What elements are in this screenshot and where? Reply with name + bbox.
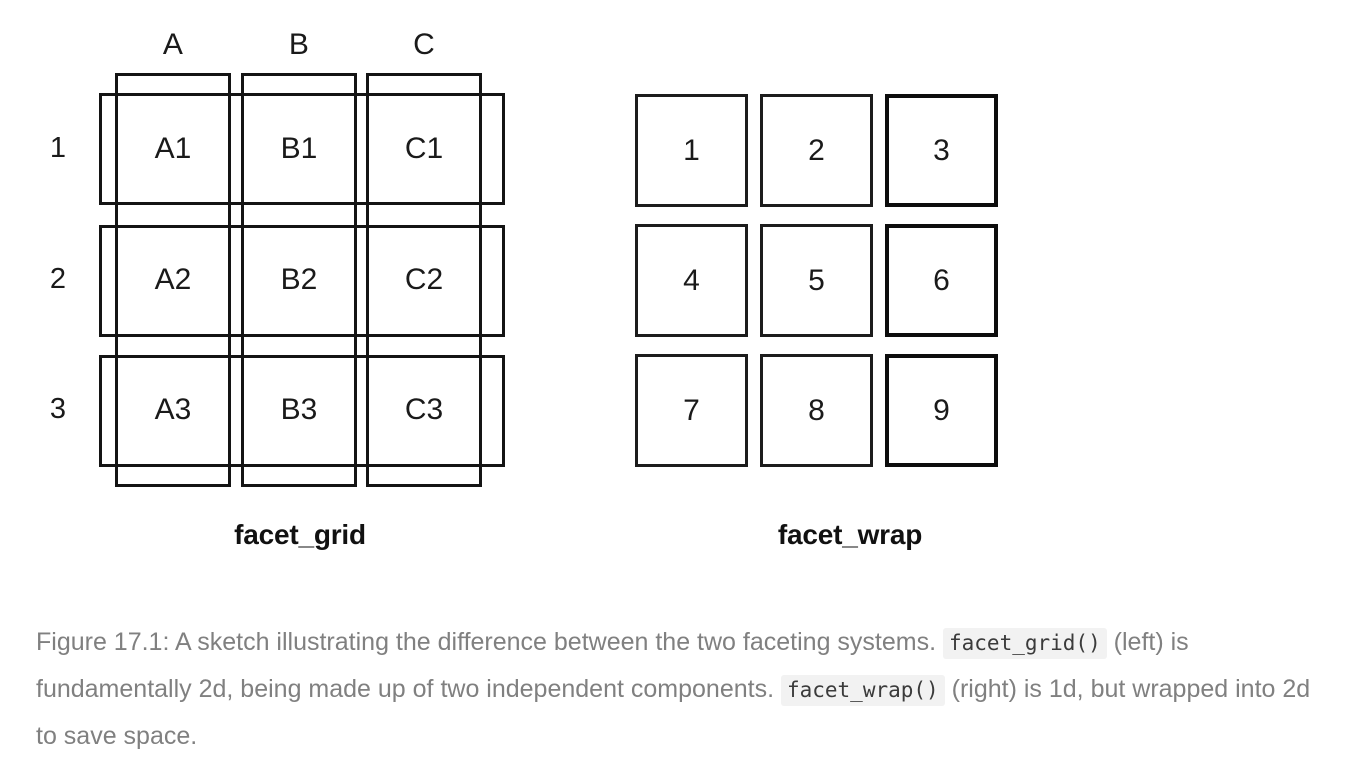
facet-grid-cell-a2: A2 [154,263,192,296]
facet-grid-cell-c1: C1 [404,132,444,165]
facet-grid-cell-b1: B1 [280,132,318,165]
facet-wrap-cell-label-9: 9 [933,393,950,427]
facet-wrap-diagram: 1 2 3 4 5 6 7 8 9 facet_wrap [600,0,1100,575]
facet-grid-column-header-b: B [288,28,310,61]
facet-grid-cell-a1: A1 [154,132,192,165]
facet-grid-row-rect-2 [99,225,505,337]
facet-wrap-cell-label-8: 8 [808,393,825,427]
facet-grid-title: facet_grid [234,519,366,550]
facet-grid-cell-c3: C3 [404,393,444,426]
facet-grid-row-header-1: 1 [49,132,67,164]
facet-grid-cell-a3: A3 [154,393,192,426]
facet-wrap-cell-label-7: 7 [683,393,700,427]
facet-wrap-title: facet_wrap [777,519,923,550]
facet-grid-cell-b2: B2 [280,263,318,296]
facet-grid-column-header-a: A [162,28,184,61]
facet-grid-column-header-c: C [413,28,435,61]
caption-part-1: Figure 17.1: A sketch illustrating the d… [36,628,937,656]
facet-wrap-cell-9: 9 [885,354,998,467]
facet-grid-column-rect-b [241,73,357,487]
facet-wrap-cell-label-6: 6 [933,263,950,297]
facet-wrap-cell-label-2: 2 [808,133,825,167]
facet-grid-cell-b3: B3 [280,393,318,426]
facet-wrap-cell-7: 7 [635,354,748,467]
facet-grid-row-header-3: 3 [49,393,67,425]
caption-part-2: (left) is fundamentally 2d, being made u… [36,628,1189,703]
caption-part-3: (right) is 1d, but wrapped into 2d to sa… [36,675,1311,750]
facet-wrap-cell-5: 5 [760,224,873,337]
caption-code-facet-wrap: facet_wrap() [780,675,945,706]
facet-grid-row-rect-1 [99,93,505,205]
facet-wrap-cell-label-4: 4 [683,263,700,297]
facet-wrap-cell-1: 1 [635,94,748,207]
facet-wrap-cell-label-3: 3 [933,133,950,167]
facet-wrap-cell-2: 2 [760,94,873,207]
facet-wrap-cell-6: 6 [885,224,998,337]
facet-wrap-cell-8: 8 [760,354,873,467]
caption-code-facet-grid: facet_grid() [943,628,1107,659]
figure-17-1: A B C 1 2 3 A1 B1 C1 A2 B2 C2 A3 B3 C3 f… [0,0,1100,575]
facet-grid-row-rect-3 [99,355,505,467]
facet-grid-column-rect-c [366,73,482,487]
facet-grid-row-header-2: 2 [49,263,67,295]
facet-wrap-cell-4: 4 [635,224,748,337]
facet-wrap-cell-label-1: 1 [683,133,700,167]
facet-grid-cell-c2: C2 [404,263,444,296]
facet-wrap-cell-3: 3 [885,94,998,207]
facet-grid-column-rect-a [115,73,231,487]
facet-grid-diagram: A B C 1 2 3 A1 B1 C1 A2 B2 C2 A3 B3 C3 f… [0,0,560,575]
facet-wrap-cell-label-5: 5 [808,263,825,297]
figure-caption: Figure 17.1: A sketch illustrating the d… [36,619,1326,759]
